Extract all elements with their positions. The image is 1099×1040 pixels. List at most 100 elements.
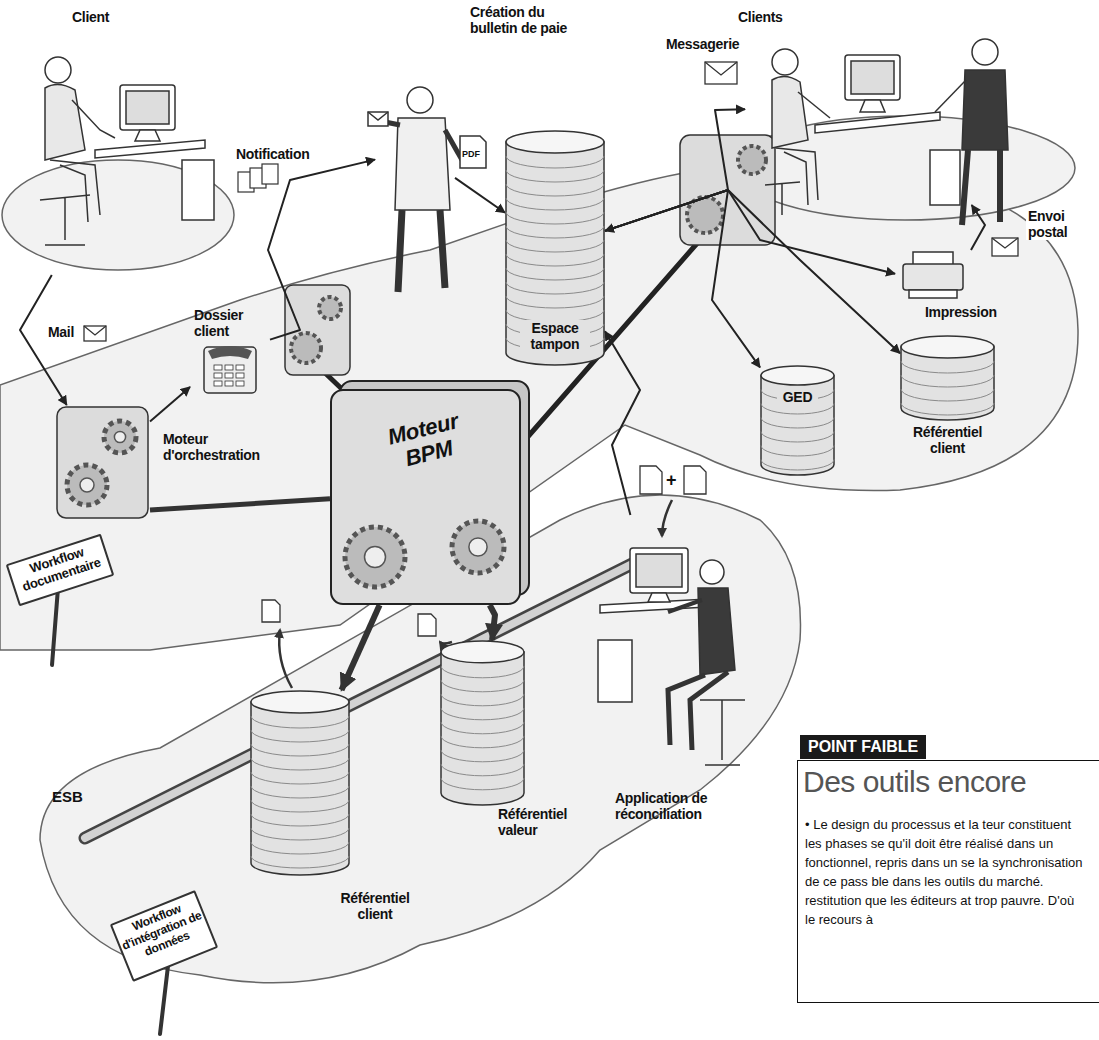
sign-post [52, 588, 58, 665]
client-file-icon-shape [236, 381, 244, 386]
flow-arrow [268, 160, 375, 340]
box-body: • Le design du processus et la teur cons… [805, 815, 1087, 929]
client-file-icon: Dossier client [190, 305, 270, 400]
node-label: Espace tampon [520, 320, 590, 352]
flow-arrow [605, 331, 640, 515]
buffer-database-shape [506, 268, 604, 280]
node-label: Référentiel valeur [498, 806, 588, 838]
client-database-shape [251, 814, 349, 826]
workstation [40, 195, 90, 245]
client-file-icon-shape [236, 373, 244, 378]
envelope-icon [992, 238, 1018, 248]
pdf-icon [460, 136, 486, 168]
node-label: Référentiel client [330, 890, 420, 922]
workstation [95, 140, 205, 158]
node-label: GED [777, 389, 818, 405]
engine [291, 333, 321, 363]
ged-database-shape [761, 446, 834, 456]
bpm-engine: Moteur BPM [330, 380, 530, 605]
client-file-icon-shape [214, 381, 222, 386]
workstation [120, 85, 175, 130]
user-figure [398, 210, 445, 292]
ged-database: GED [760, 365, 835, 475]
client-database-shape [250, 690, 350, 875]
notification-icons [238, 164, 278, 192]
client-file-icon-shape [208, 346, 252, 359]
workstation [772, 49, 798, 75]
client-database: Référentiel client [250, 690, 350, 875]
client-database-shape [251, 716, 349, 728]
flow-arrow [605, 190, 900, 353]
engine [285, 285, 350, 375]
reconciliation-desk [700, 560, 724, 584]
ged-database-shape [761, 376, 834, 475]
bpm-engine-shape [331, 390, 520, 604]
buffer-database-shape [506, 282, 604, 294]
bpm-engine-shape [345, 527, 405, 587]
printer: Impression [895, 250, 1005, 325]
workstation [50, 160, 100, 222]
reconciliation-desk [636, 554, 682, 587]
workstation [45, 84, 85, 160]
reconciliation-desk [648, 593, 670, 602]
workstation [182, 160, 214, 220]
client-file-icon-shape [236, 365, 244, 370]
edge-label: Envoi postal [1026, 208, 1094, 240]
section-tag: POINT FAIBLE [800, 735, 926, 759]
ged-database-shape [761, 366, 834, 385]
engine [738, 146, 766, 174]
reconciliation-app: Application de réconciliation [585, 515, 760, 835]
reconciliation-desk [630, 548, 688, 593]
orchestration-engine-shape [57, 407, 148, 518]
workstation [851, 61, 894, 94]
workstation [765, 39, 1008, 225]
workflow-sign: Workflow documentaire [6, 534, 115, 607]
workstation [962, 150, 1000, 225]
client-workstation: Clients [745, 5, 1065, 205]
value-database-shape [441, 641, 524, 663]
value-database-shape [441, 694, 524, 706]
value-database-shape [441, 666, 524, 678]
workstation [935, 80, 966, 112]
file-type-label: PDF [462, 149, 480, 159]
edge-label: Notification [234, 146, 311, 162]
workstation [972, 39, 998, 65]
workstation [135, 130, 160, 141]
envelope-icon [705, 62, 737, 84]
user-figure [368, 112, 388, 126]
workstation [815, 112, 940, 133]
orchestration-engine-shape [104, 421, 136, 453]
value-database-shape [441, 736, 524, 748]
bpm-engine-shape [469, 538, 487, 556]
reconciliation-desk [598, 548, 745, 765]
bpm-engine-shape [365, 547, 386, 568]
value-database-shape [441, 652, 524, 805]
value-database-shape [441, 708, 524, 720]
ged-database-shape [761, 432, 834, 442]
workstation [40, 57, 214, 245]
buffer-database-shape [506, 254, 604, 266]
value-database-shape [441, 764, 524, 776]
envelope-icon [705, 62, 737, 75]
reconciliation-desk [698, 588, 735, 675]
envelope-icon [992, 238, 1018, 256]
flow-arrow [455, 178, 505, 213]
client-database-shape [251, 744, 349, 756]
client-database-shape [901, 403, 994, 415]
reconciliation-desk [700, 700, 745, 765]
orchestration-engine-shape [55, 405, 150, 520]
workstation [845, 55, 900, 100]
buffer-database-shape [506, 212, 604, 224]
value-database-shape [441, 750, 524, 762]
node-label: Référentiel client [902, 424, 993, 456]
plus-sign: + [666, 470, 677, 491]
edge-label: Mail [46, 324, 76, 340]
document-icon [262, 600, 280, 622]
engine [319, 297, 341, 319]
client-database-shape [251, 702, 349, 875]
envelope-icon [84, 326, 106, 335]
bpm-engine-shape [452, 521, 504, 573]
buffer-database: Espace tampon [505, 130, 605, 365]
document-icon [684, 466, 706, 494]
